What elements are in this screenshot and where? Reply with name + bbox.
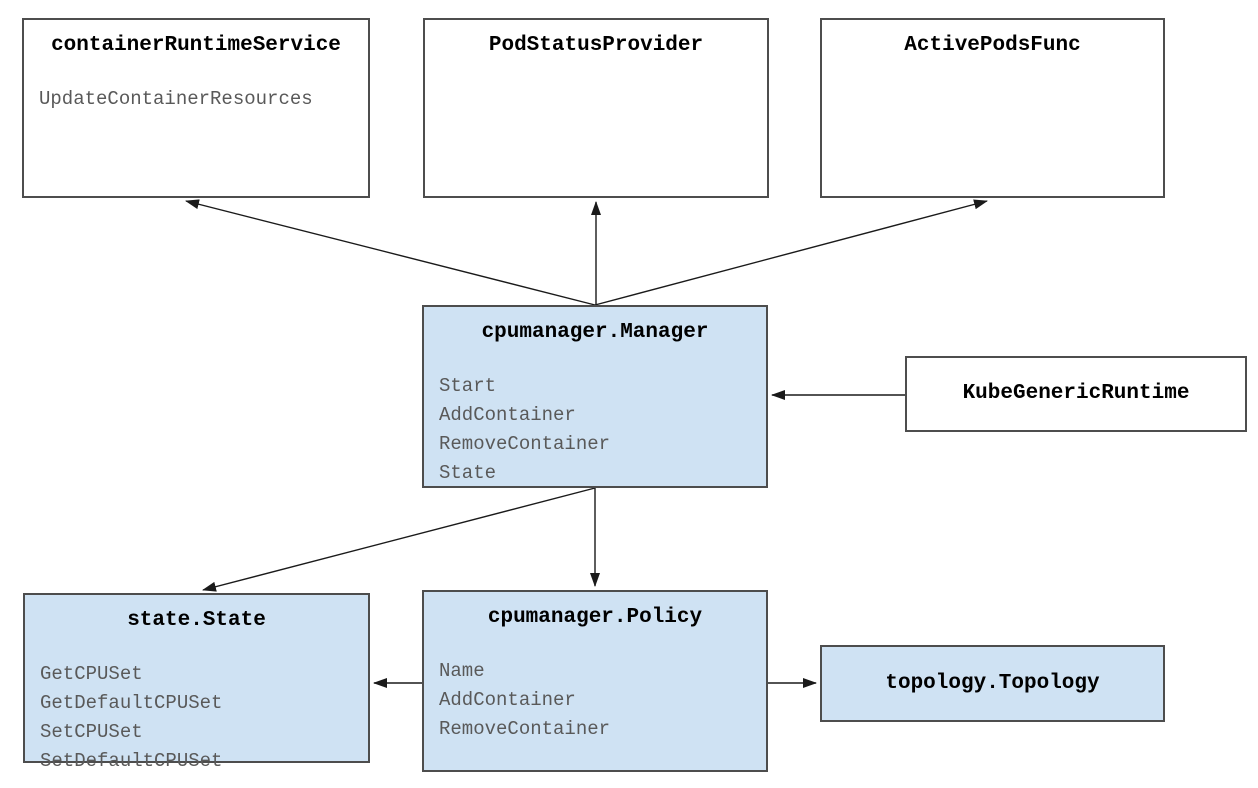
node-topology-topology: topology.Topology [820,645,1165,722]
node-title: KubeGenericRuntime [962,382,1190,405]
node-title: containerRuntimeService [51,34,341,57]
node-title: ActivePodsFunc [904,34,1081,57]
method-label: SetCPUSet [40,721,143,743]
method-label: AddContainer [439,404,576,426]
edge-manager-to-activepodsfunc [594,199,988,306]
node-methods: GetCPUSet GetDefaultCPUSet SetCPUSet Set… [25,660,368,776]
method-label: Name [439,660,485,682]
method-label: State [439,462,497,484]
method-label: GetCPUSet [40,663,143,685]
node-state-state: state.State GetCPUSet GetDefaultCPUSet S… [23,593,370,772]
node-methods: Start AddContainer RemoveContainer State [424,372,766,488]
node-kube-generic-runtime: KubeGenericRuntime [905,356,1247,432]
method-label: RemoveContainer [439,718,611,740]
node-title: state.State [127,609,266,632]
method-label: RemoveContainer [439,433,611,455]
node-methods: Name AddContainer RemoveContainer [424,657,766,744]
edge-manager-to-containerruntimeservice [185,199,596,306]
node-active-pods-func: ActivePodsFunc [820,18,1165,198]
method-label: SetDefaultCPUSet [40,750,223,772]
node-cpumanager-manager: cpumanager.Manager Start AddContainer Re… [422,305,768,488]
method-label: Start [439,375,497,397]
node-title: topology.Topology [885,671,1100,695]
node-container-runtime-service: containerRuntimeService UpdateContainerR… [22,18,370,198]
method-label: UpdateContainerResources [39,88,313,110]
node-title: cpumanager.Policy [487,606,703,629]
method-label: AddContainer [439,689,576,711]
method-label: GetDefaultCPUSet [40,692,223,714]
node-title: PodStatusProvider [488,34,704,57]
node-cpumanager-policy: cpumanager.Policy Name AddContainer Remo… [422,590,768,772]
node-title: cpumanager.Manager [481,321,709,344]
node-methods: UpdateContainerResources [24,85,368,114]
edge-manager-to-statestate [202,487,596,592]
node-pod-status-provider: PodStatusProvider [423,18,769,198]
